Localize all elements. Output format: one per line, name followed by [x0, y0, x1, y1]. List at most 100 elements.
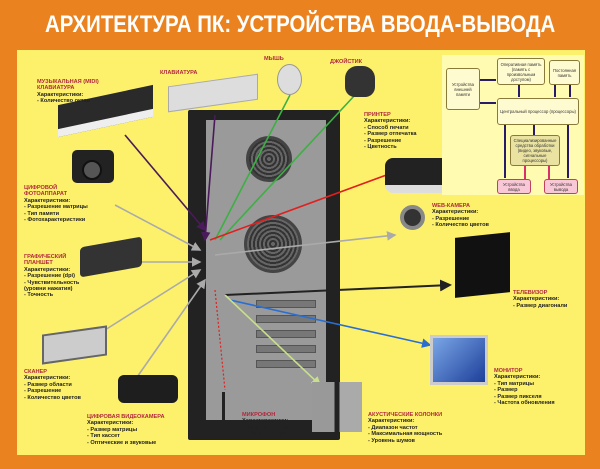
characteristic-item: - Разрешение [364, 137, 402, 144]
camera-image [72, 150, 114, 183]
box-external-memory: Устройства внешней памяти [446, 68, 480, 110]
arrow-midi [124, 134, 207, 232]
label-mouse: МЫШЬ [264, 56, 284, 62]
arrow-joystick [219, 94, 356, 241]
characteristic-item: - Чувствительность [242, 424, 298, 431]
arrow-printer [209, 168, 402, 241]
characteristic-item: - Количество цветов [24, 394, 81, 401]
arrow-mouse [214, 94, 291, 241]
box-rom: Постоянная память [549, 60, 580, 85]
device-name: ПРИНТЕР [364, 112, 391, 118]
arrow-tv [224, 279, 452, 296]
box-output-devices: Устройства вывода [544, 179, 578, 194]
tv-image [455, 232, 510, 298]
device-name: МЫШЬ [264, 56, 284, 62]
camera-lens-icon [82, 160, 102, 180]
box-cpu: Центральный процессор (процессоры) [497, 98, 579, 125]
characteristic-item: - Размер диагонали [513, 302, 568, 309]
characteristic-item: - Цветность [364, 144, 397, 151]
device-name: ЦИФРОВОЙ ФОТОАППАРАТ [24, 185, 68, 198]
monitor-image [430, 335, 488, 385]
characteristic-item: - Уровень шумов [368, 437, 415, 444]
diagram-connectors [479, 79, 571, 179]
characteristics-heading: Характеристики: [432, 209, 479, 216]
characteristic-item: - Размер матрицы [87, 426, 138, 433]
characteristic-item: - Количество цветов [432, 222, 489, 229]
characteristics-heading: Характеристики: [87, 420, 134, 427]
videocam-image [118, 375, 178, 403]
tower-back-panel [206, 120, 326, 420]
characteristic-item: - Тип кассет [87, 433, 120, 440]
characteristics-heading: Характеристики: [24, 266, 71, 273]
characteristic-item: - Размер области [24, 381, 72, 388]
arrow-speakers [224, 294, 322, 387]
characteristic-item: - Способ печати [364, 124, 409, 131]
device-name: КЛАВИАТУРА [160, 70, 198, 76]
characteristic-item: - Разрешение [24, 388, 62, 395]
label-keyboard: КЛАВИАТУРА [160, 70, 197, 76]
device-name: МОНИТОР [494, 368, 523, 374]
device-name: МУЗЫКАЛЬНАЯ (MIDI) КЛАВИАТУРА [37, 79, 99, 92]
psu-fan-icon [246, 136, 292, 182]
characteristic-item: - Разрешение (dpi) [24, 273, 75, 280]
poster-title: АРХИТЕКТУРА ПК: УСТРОЙСТВА ВВОДА-ВЫВОДА [45, 11, 556, 38]
characteristic-item: - Частота обновления [494, 400, 555, 407]
device-name: WEB-КАМЕРА [432, 203, 471, 209]
arrow-webcam [214, 231, 397, 256]
device-name: АКУСТИЧЕСКИЕ КОЛОНКИ [368, 412, 443, 418]
characteristics-heading: Характеристики: [24, 375, 71, 382]
webcam-image [400, 205, 425, 230]
arrow-scanner [104, 269, 202, 331]
characteristic-item: - Размер [494, 387, 518, 394]
joystick-image [345, 66, 375, 97]
characteristics-heading: Характеристики: [494, 374, 541, 381]
characteristics-heading: Характеристики: [368, 418, 415, 425]
characteristics-heading: Характеристики: [364, 118, 411, 125]
arrow-monitor [229, 299, 432, 348]
device-name: МИКРОФОН [242, 412, 276, 418]
characteristic-item: - Оптические и звуковые [87, 439, 157, 446]
device-name: ЦИФРОВАЯ ВИДЕОКАМЕРА [87, 414, 165, 420]
characteristics-heading: Характеристики: [513, 296, 560, 303]
arrow-microphone [214, 289, 226, 391]
mouse-image [277, 64, 302, 95]
device-name: ДЖОЙСТИК [330, 59, 363, 65]
characteristic-item: - Чувствительность (уровни нажатия) [24, 279, 80, 293]
arrow-videocam [134, 278, 206, 381]
characteristic-item: - Тип матрицы [494, 380, 534, 387]
characteristics-heading: Характеристики: [242, 418, 289, 425]
characteristic-item: - Разрешение матрицы [24, 204, 88, 211]
box-ram: Оперативная память (память с произвольны… [497, 58, 545, 85]
speakers-image [312, 382, 362, 432]
characteristic-item: - Максимальная мощность [368, 431, 443, 438]
characteristic-item: - Диапазон частот [368, 424, 418, 431]
characteristic-item: - Уровень шумов [242, 431, 289, 438]
box-special-processors: Специализированные средства обработки (в… [510, 135, 560, 166]
characteristics-heading: Характеристики: [37, 91, 84, 98]
expansion-slot [256, 360, 316, 368]
characteristic-item: - Точность [24, 292, 54, 299]
characteristic-item: - Тип памяти [24, 210, 60, 217]
characteristic-item: - Размер пикселя [494, 393, 542, 400]
device-name: СКАНЕР [24, 369, 47, 375]
characteristic-item: - Фотохарактеристики [24, 217, 86, 224]
characteristic-item: - Размер отпечатка [364, 131, 417, 138]
microphone-image [222, 392, 225, 437]
label-joystick: ДЖОЙСТИК [330, 59, 362, 65]
expansion-slot [256, 300, 316, 308]
device-name: ТЕЛЕВИЗОР [513, 290, 548, 296]
characteristics-heading: Характеристики: [24, 197, 71, 204]
characteristic-item: - Разрешение [432, 215, 470, 222]
architecture-diagram: Устройства внешней памяти Оперативная па… [442, 55, 584, 195]
characteristic-item: - Количество октав [37, 98, 91, 105]
